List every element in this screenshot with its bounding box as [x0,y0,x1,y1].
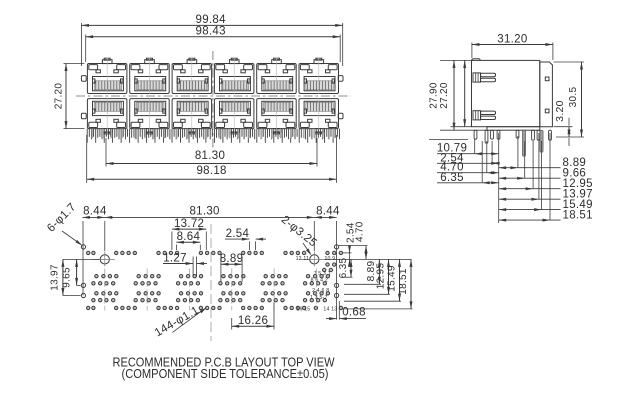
svg-text:7 5 3 1: 7 5 3 1 [314,271,331,277]
svg-text:RECOMMENDED P.C.B LAYOUT TOP V: RECOMMENDED P.C.B LAYOUT TOP VIEW [113,354,336,369]
svg-text:13.97: 13.97 [49,264,60,291]
svg-text:12.95: 12.95 [563,178,593,190]
svg-text:12.95: 12.95 [375,263,386,290]
svg-text:16 15: 16 15 [296,306,310,312]
svg-text:13.97: 13.97 [563,189,593,201]
svg-text:8.89: 8.89 [563,157,587,169]
svg-text:4.70: 4.70 [355,221,366,242]
svg-text:15.49: 15.49 [386,265,397,292]
svg-text:2.54: 2.54 [440,152,464,164]
svg-text:3.20: 3.20 [554,100,566,122]
svg-text:81.30: 81.30 [189,206,219,218]
svg-text:16.26: 16.26 [238,315,268,327]
svg-text:1 3 5-7: 1 3 5-7 [310,295,328,301]
svg-text:98.43: 98.43 [196,26,226,38]
svg-text:27.20: 27.20 [439,82,450,109]
svg-text:10 9: 10 9 [324,256,335,262]
svg-text:15.49: 15.49 [563,199,593,211]
svg-text:0.68: 0.68 [342,307,366,319]
svg-text:14 13: 14 13 [323,306,337,312]
svg-text:8.89: 8.89 [366,261,377,282]
svg-text:99.84: 99.84 [196,14,227,26]
svg-text:2 4 6 8: 2 4 6 8 [312,288,329,294]
svg-text:8 6 4 2: 8 6 4 2 [311,278,328,284]
svg-text:8.44: 8.44 [316,206,340,218]
svg-text:30.5: 30.5 [568,87,579,108]
svg-text:6.35: 6.35 [440,172,464,184]
svg-text:8.89: 8.89 [220,253,244,265]
svg-text:9.66: 9.66 [563,168,587,180]
svg-text:18.51: 18.51 [563,210,593,222]
svg-text:1.27: 1.27 [163,252,187,264]
svg-text:9.65: 9.65 [62,267,73,288]
svg-text:(COMPONENT SIDE TOLERANCE±0.05: (COMPONENT SIDE TOLERANCE±0.05) [122,366,329,381]
svg-text:31.20: 31.20 [497,33,527,45]
svg-text:81.30: 81.30 [195,150,225,162]
svg-text:6.35: 6.35 [338,258,349,279]
svg-text:13.72: 13.72 [174,218,204,230]
svg-text:27.90: 27.90 [429,82,440,109]
svg-text:98.18: 98.18 [196,165,226,177]
svg-text:4.70: 4.70 [440,162,464,174]
svg-text:2.54: 2.54 [346,222,357,243]
svg-text:8.64: 8.64 [177,231,201,243]
svg-text:27.20: 27.20 [54,83,65,110]
svg-text:10.79: 10.79 [437,143,467,155]
svg-text:12 11: 12 11 [296,256,310,262]
svg-text:8.44: 8.44 [83,206,107,218]
svg-text:18.51: 18.51 [398,268,409,295]
svg-text:2.54: 2.54 [226,228,250,240]
